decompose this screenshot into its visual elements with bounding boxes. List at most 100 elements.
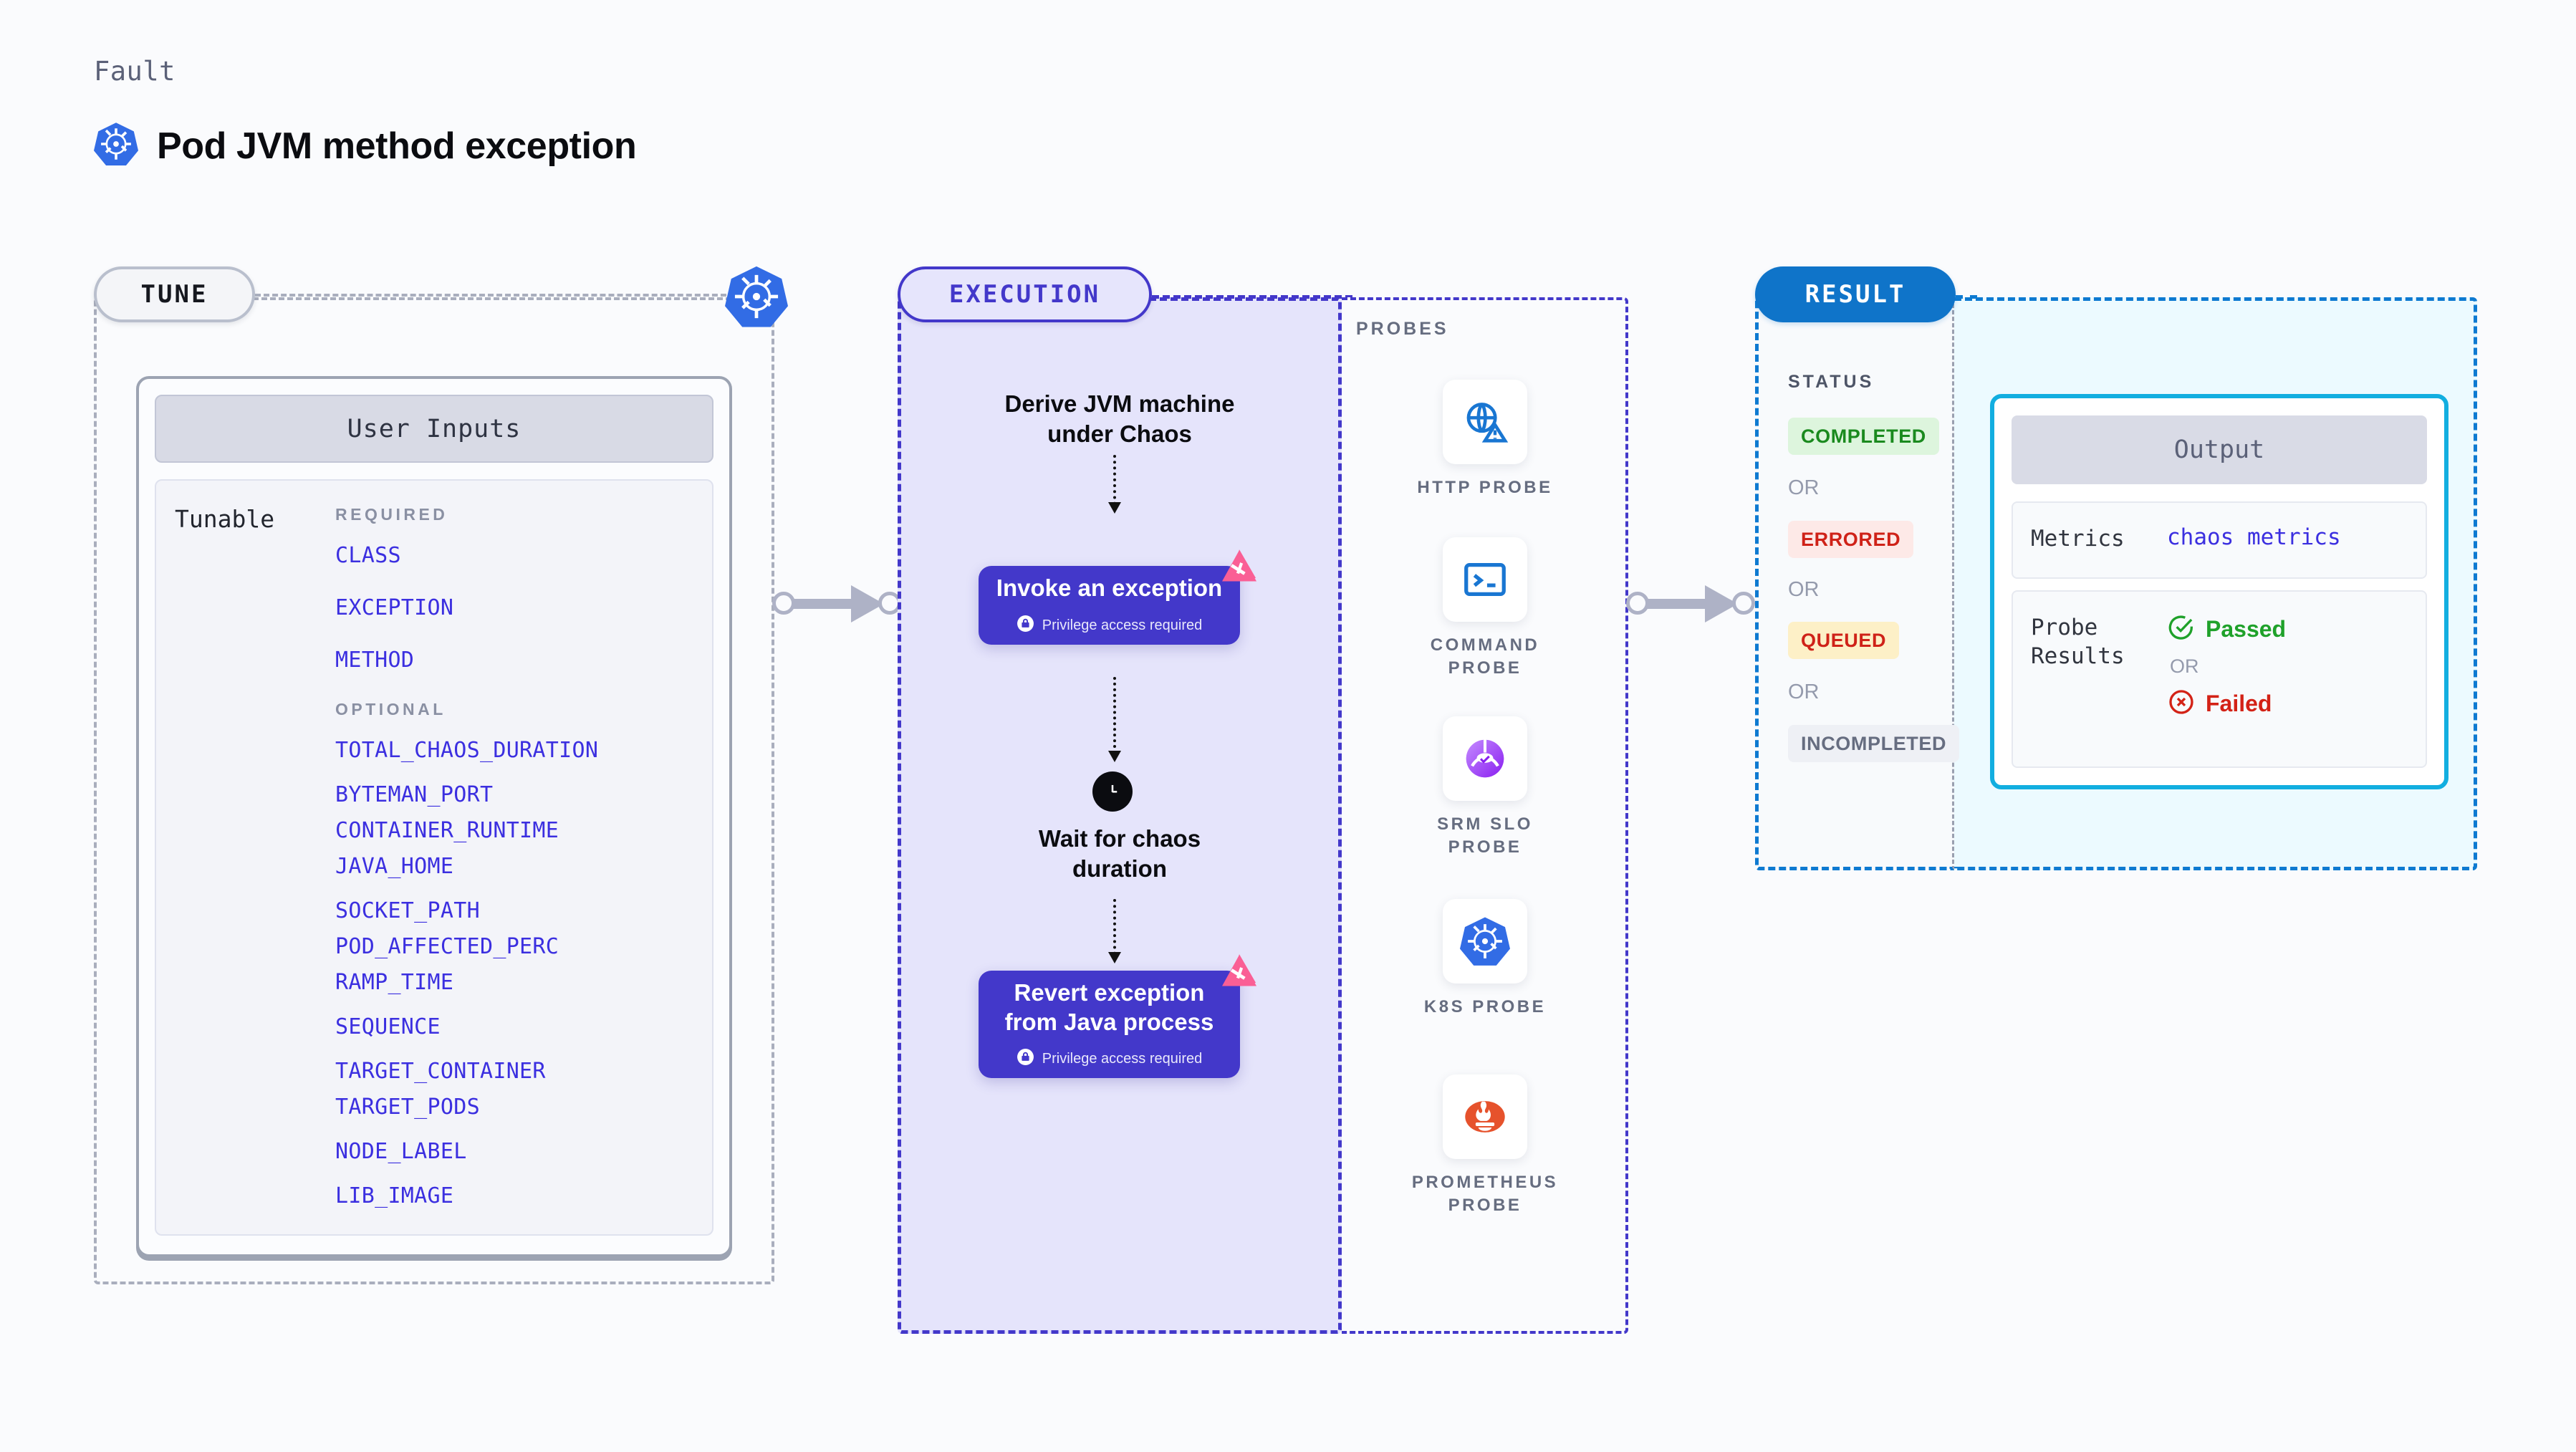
lock-icon — [1017, 615, 1034, 637]
connector-execution-to-result — [1626, 585, 1755, 622]
user-inputs-body: Tunable REQUIRED CLASS EXCEPTION METHOD … — [155, 479, 713, 1236]
execution-leader-line — [1152, 295, 1352, 299]
or-label: OR — [2170, 655, 2199, 677]
tunable-groups: REQUIRED CLASS EXCEPTION METHOD OPTIONAL… — [335, 481, 712, 1234]
user-inputs-title: User Inputs — [155, 395, 713, 463]
tunable-item[interactable]: POD_AFFECTED_PERC — [335, 934, 559, 959]
page-title: Pod JVM method exception — [157, 125, 637, 167]
flow-arrow-down — [1108, 899, 1121, 963]
page-kicker: Fault — [94, 56, 176, 87]
output-metrics-value[interactable]: chaos metrics — [2167, 524, 2341, 550]
probe-item-prometheus[interactable]: PROMETHEUS PROBE — [1342, 1074, 1628, 1216]
output-metrics-row: Metrics chaos metrics — [2012, 501, 2427, 579]
connector-endpoint — [772, 592, 795, 615]
litmus-logo-icon — [1217, 951, 1261, 997]
privilege-note-label: Privilege access required — [1042, 1050, 1203, 1067]
tunable-item[interactable]: METHOD — [335, 648, 415, 673]
probe-label: COMMAND PROBE — [1430, 635, 1540, 678]
execution-panel — [898, 297, 1342, 1334]
execution-step-label: Derive JVM machine under Chaos — [1004, 390, 1235, 448]
execution-action-card-invoke[interactable]: Invoke an exception Privilege access req… — [979, 549, 1256, 645]
group-heading-required: REQUIRED — [335, 505, 448, 524]
probe-item-srm-slo[interactable]: SRM SLO PROBE — [1342, 716, 1628, 858]
tunable-item[interactable]: BYTEMAN_PORT — [335, 782, 494, 807]
tunable-item[interactable]: NODE_LABEL — [335, 1139, 467, 1164]
terminal-icon — [1443, 537, 1527, 622]
litmus-logo-icon — [1217, 546, 1261, 592]
execution-card-title: Invoke an exception — [996, 574, 1223, 602]
tunable-item[interactable]: JAVA_HOME — [335, 854, 454, 879]
status-badge-incompleted: INCOMPLETED — [1788, 725, 1960, 762]
tune-leader-line — [255, 294, 735, 297]
probe-result-failed-label: Failed — [2206, 691, 2272, 716]
probes-title: PROBES — [1356, 319, 1449, 339]
connector-tune-to-execution — [772, 585, 901, 622]
connector-endpoint — [878, 592, 901, 615]
flow-arrow-down — [1108, 677, 1121, 762]
globe-warning-icon — [1443, 380, 1527, 464]
probe-item-command[interactable]: COMMAND PROBE — [1342, 537, 1628, 679]
execution-tag: EXECUTION — [898, 266, 1152, 322]
output-probe-results-row: Probe Results Passed OR — [2012, 590, 2427, 768]
kubernetes-icon — [725, 264, 788, 333]
tunable-item[interactable]: SOCKET_PATH — [335, 898, 480, 923]
or-label: OR — [1788, 681, 1820, 703]
probe-label: SRM SLO PROBE — [1437, 814, 1533, 857]
privilege-note: Privilege access required — [1017, 615, 1202, 637]
output-probe-results-key: Probe Results — [2031, 615, 2125, 670]
result-status-panel — [1755, 297, 1954, 870]
group-heading-optional: OPTIONAL — [335, 700, 446, 718]
output-title: Output — [2012, 415, 2427, 484]
optional-tunable-list: TOTAL_CHAOS_DURATION BYTEMAN_PORT CONTAI… — [335, 738, 712, 1208]
output-metrics-key: Metrics — [2031, 526, 2125, 552]
tunable-item[interactable]: TARGET_CONTAINER — [335, 1059, 546, 1084]
kubernetes-icon — [1443, 899, 1527, 984]
privilege-note: Privilege access required — [1017, 1048, 1202, 1070]
probe-item-k8s[interactable]: K8S PROBE — [1342, 899, 1628, 1019]
tune-tag: TUNE — [94, 266, 255, 322]
tunable-item[interactable]: RAMP_TIME — [335, 970, 454, 995]
tunable-item[interactable]: EXCEPTION — [335, 595, 454, 620]
user-inputs-card: User Inputs Tunable REQUIRED CLASS EXCEP… — [136, 376, 732, 1257]
tunable-item[interactable]: LIB_IMAGE — [335, 1183, 454, 1208]
probe-label: HTTP PROBE — [1417, 478, 1553, 497]
page-title-row: Pod JVM method exception — [94, 120, 637, 171]
probe-item-http[interactable]: HTTP PROBE — [1342, 380, 1628, 499]
probe-result-passed-label: Passed — [2206, 616, 2287, 642]
status-title: STATUS — [1788, 372, 1875, 392]
probes-panel — [1342, 297, 1628, 1334]
clock-icon — [1092, 771, 1133, 812]
prometheus-icon — [1443, 1074, 1527, 1159]
tunable-item[interactable]: TOTAL_CHAOS_DURATION — [335, 738, 599, 763]
result-leader-line — [1956, 295, 1977, 299]
tune-panel — [94, 297, 774, 1284]
x-circle-icon — [2167, 688, 2196, 720]
connector-endpoint — [1732, 592, 1755, 615]
status-badge-errored: ERRORED — [1788, 521, 1914, 558]
probe-label: PROMETHEUS PROBE — [1411, 1173, 1559, 1215]
or-label: OR — [1788, 476, 1820, 499]
result-tag: RESULT — [1755, 266, 1956, 322]
tunable-row-label: Tunable — [175, 505, 275, 533]
srm-slo-icon — [1443, 716, 1527, 801]
tunable-item[interactable]: SEQUENCE — [335, 1014, 441, 1039]
flow-arrow-down — [1108, 455, 1121, 514]
status-badge-completed: COMPLETED — [1788, 418, 1939, 455]
execution-card-title: Revert exception from Java process — [1004, 979, 1214, 1035]
kubernetes-icon — [94, 120, 138, 171]
execution-action-card-revert[interactable]: Revert exception from Java process Privi… — [979, 954, 1256, 1078]
lock-icon — [1017, 1048, 1034, 1070]
execution-step-label: Wait for chaos duration — [1038, 825, 1201, 883]
probe-result-passed: Passed — [2167, 613, 2426, 645]
or-label: OR — [1788, 578, 1820, 601]
privilege-note-label: Privilege access required — [1042, 617, 1203, 633]
required-tunable-list: CLASS EXCEPTION METHOD — [335, 543, 712, 673]
tunable-item[interactable]: CONTAINER_RUNTIME — [335, 818, 559, 843]
connector-endpoint — [1626, 592, 1649, 615]
tunable-item[interactable]: TARGET_PODS — [335, 1095, 480, 1120]
tunable-item[interactable]: CLASS — [335, 543, 401, 568]
status-badge-queued: QUEUED — [1788, 622, 1900, 659]
probe-label: K8S PROBE — [1423, 997, 1547, 1016]
probe-result-failed: Failed — [2167, 688, 2426, 720]
